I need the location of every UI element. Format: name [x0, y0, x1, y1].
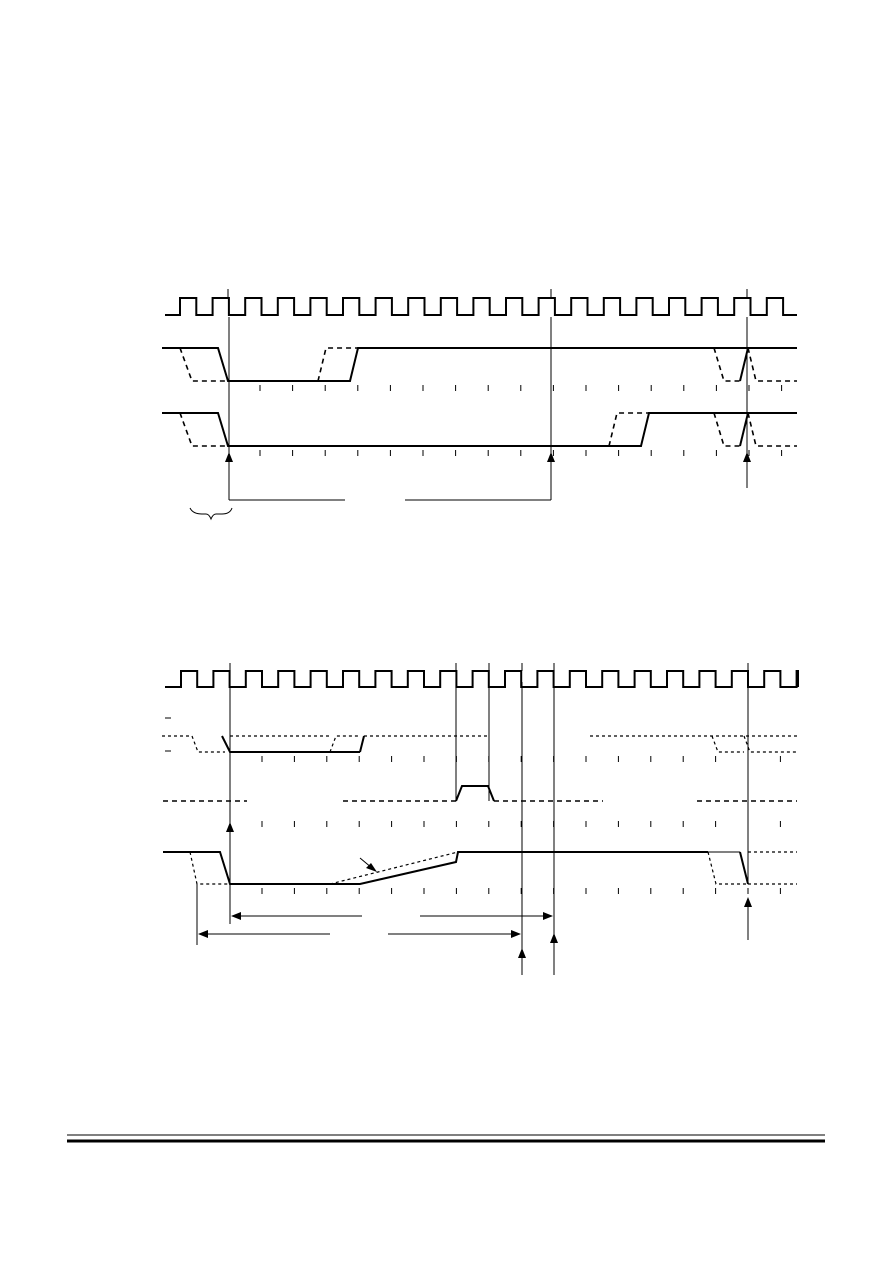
timing-diagram-2	[162, 663, 799, 975]
signal-waveform-a	[162, 347, 797, 382]
tick-row-b	[259, 450, 783, 456]
signal-waveform-e	[163, 851, 797, 885]
timing-diagram-1	[162, 289, 797, 521]
signal-waveform-d	[163, 785, 797, 802]
tick-row-a	[259, 385, 783, 391]
clock-edge-markers-2	[229, 663, 749, 671]
event-arrows-2	[226, 822, 752, 958]
ramp-pointer-arrow	[359, 857, 377, 872]
tick-row-c	[261, 756, 781, 762]
event-arrows-1	[225, 452, 751, 488]
interval-dimension-2	[198, 930, 521, 938]
signal-waveform-c	[162, 717, 797, 753]
clock-edge-markers-1	[227, 289, 748, 297]
signal-waveform-b	[162, 412, 797, 447]
clock-waveform-2	[165, 670, 799, 688]
tick-row-d	[261, 821, 781, 827]
reference-lines-2	[196, 682, 749, 975]
clock-waveform-1	[165, 297, 797, 316]
footer-rule	[67, 1134, 825, 1143]
reference-lines-1	[228, 317, 748, 500]
brace-symbol	[189, 507, 233, 521]
tick-row-e	[261, 888, 781, 894]
interval-dimension-1	[231, 912, 553, 920]
